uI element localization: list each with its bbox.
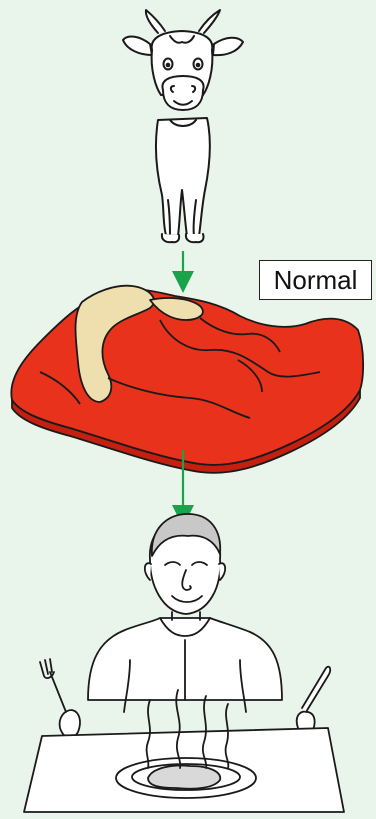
cow-illustration [123,10,243,242]
man-eating-illustration [24,514,344,812]
normal-label: Normal [259,260,372,300]
steak-illustration [11,286,363,473]
